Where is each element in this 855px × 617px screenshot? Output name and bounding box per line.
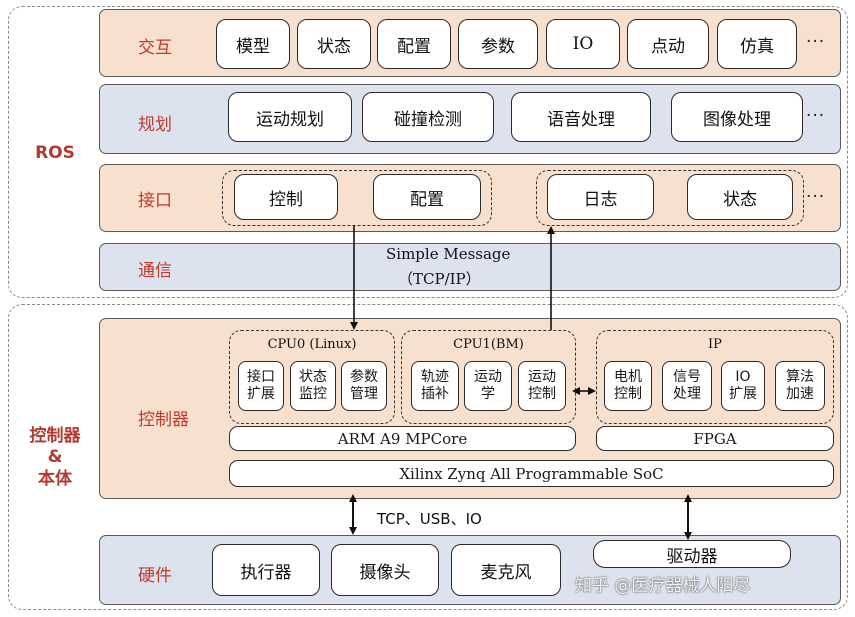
hardware-item-driver[interactable]: 驱动器 [593,540,791,568]
interface-item-config[interactable]: 配置 [373,174,481,220]
watermark-text: 知乎 @医疗器械人阳尽 [575,576,751,596]
communication-band [99,243,841,291]
interaction-label: 交互 [138,38,172,58]
ros-section [8,6,848,298]
interface-more: ··· [806,187,826,207]
planning-label: 规划 [138,115,172,135]
planning-item-speech[interactable]: 语音处理 [511,92,651,142]
planning-item-motion[interactable]: 运动规划 [228,92,352,142]
interaction-item-params[interactable]: 参数 [458,19,538,69]
interface-group-control [222,170,492,226]
controller-body-section [8,304,848,610]
interaction-item-model[interactable]: 模型 [216,19,290,69]
interaction-item-sim[interactable]: 仿真 [717,19,797,69]
hardware-item-actuator[interactable]: 执行器 [212,544,320,596]
ros-section-label: ROS [35,143,75,163]
link-label: TCP、USB、IO [377,510,482,528]
ip-item-motor-control[interactable]: 电机控制 [604,361,652,411]
interaction-item-jog[interactable]: 点动 [627,19,709,69]
cpu1-group [401,330,576,424]
ip-item-algo-accel[interactable]: 算法加速 [775,361,825,411]
hardware-item-camera[interactable]: 摄像头 [331,544,439,596]
cpu0-group [229,330,395,424]
cpu1-item-trajectory[interactable]: 轨迹插补 [411,361,459,411]
cpu0-item-param-mgmt[interactable]: 参数管理 [341,361,387,411]
hardware-label: 硬件 [138,566,172,586]
ip-group [596,330,834,424]
communication-protocol: Simple Message [386,245,511,263]
hardware-item-microphone[interactable]: 麦克风 [451,544,561,596]
planning-item-image[interactable]: 图像处理 [671,92,803,142]
interaction-item-io[interactable]: IO [546,19,620,69]
interface-item-log[interactable]: 日志 [547,174,654,220]
interaction-item-status[interactable]: 状态 [297,19,371,69]
planning-more: ··· [806,106,826,126]
cpu1-item-motion-control[interactable]: 运动控制 [518,361,566,411]
interface-item-status[interactable]: 状态 [687,174,793,220]
interface-item-control[interactable]: 控制 [234,174,338,220]
ip-title: IP [708,337,722,352]
interface-label: 接口 [138,191,172,211]
cpu0-item-interface-ext[interactable]: 接口扩展 [238,361,284,411]
controller-label: 控制器 [138,410,189,430]
controller-label-line3: 本体 [38,468,72,489]
cpu0-item-status-monitor[interactable]: 状态监控 [290,361,336,411]
zynq-soc-bar[interactable]: Xilinx Zynq All Programmable SoC [229,460,834,487]
communication-transport: （TCP/IP） [398,270,481,288]
arm-a9-mpcore-bar[interactable]: ARM A9 MPCore [229,426,576,451]
fpga-bar[interactable]: FPGA [596,426,834,451]
controller-body-section-label: 控制器 & 本体 [14,426,96,490]
cpu0-title: CPU0 (Linux) [267,337,357,352]
planning-item-collision[interactable]: 碰撞检测 [362,92,494,142]
cpu1-item-kinematics[interactable]: 运动学 [464,361,512,411]
communication-label: 通信 [138,261,172,281]
controller-label-line1: 控制器 [29,426,81,446]
interface-group-log [536,170,804,226]
cpu1-title: CPU1(BM) [453,337,524,352]
interaction-item-config[interactable]: 配置 [377,19,451,69]
interaction-more: ··· [806,32,826,52]
controller-label-line2: & [47,447,63,468]
ip-item-signal-processing[interactable]: 信号处理 [662,361,712,411]
